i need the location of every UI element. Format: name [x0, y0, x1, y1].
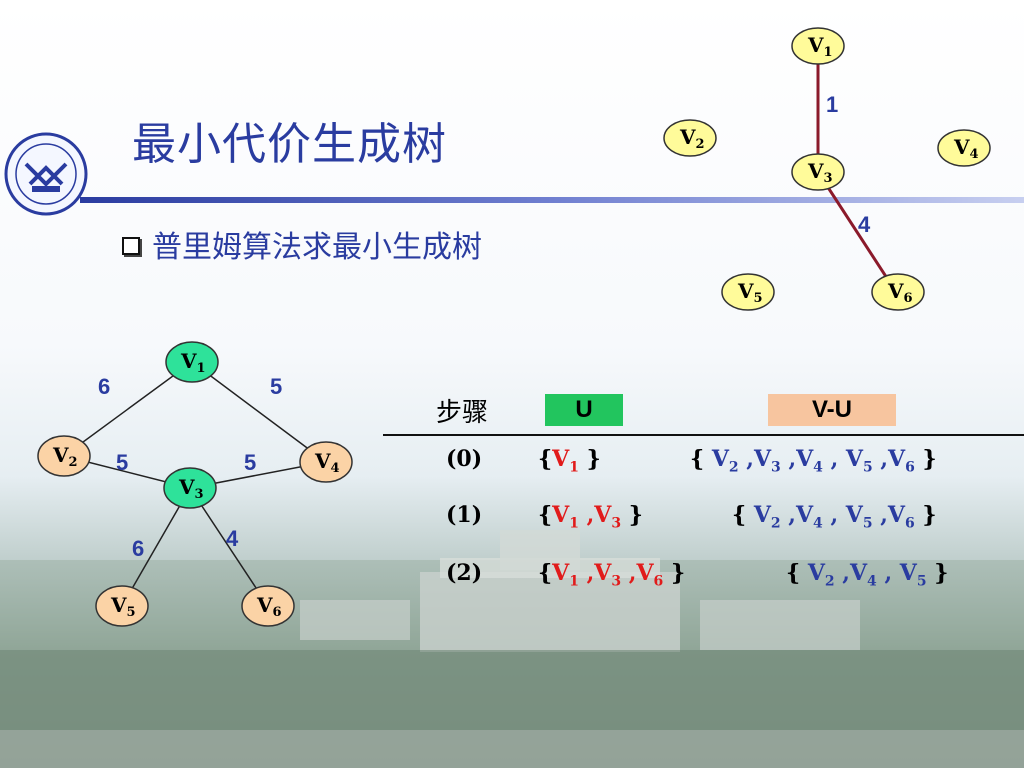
- table-row-vu-set: { V2 ,V3 ,V4 , V5 ,V6 }: [690, 446, 937, 476]
- tree-node-v4: V4: [937, 129, 991, 167]
- weighted-graph: 6 5 5 5 6 4 V1 V2 V3 V4 V5 V6: [37, 341, 353, 627]
- tree-node-v6: V6: [871, 273, 925, 311]
- tree-node-v3: V3: [791, 153, 845, 191]
- table-header-u: U: [545, 394, 623, 426]
- subtitle-bullet: 普里姆算法求最小生成树: [122, 222, 482, 266]
- tree-edge-weight: 1: [826, 92, 838, 117]
- graph-edge-weight: 6: [132, 536, 144, 561]
- slide-title: 最小代价生成树: [132, 119, 447, 170]
- table-header-step: 步骤: [436, 398, 489, 428]
- campus-background: [0, 530, 1024, 768]
- graph-node-v3: V3: [163, 467, 217, 509]
- tree-edge-weight: 4: [858, 212, 871, 237]
- table-row-u-set: {V1 }: [538, 446, 601, 476]
- graph-node-v1: V1: [165, 341, 219, 383]
- subtitle-text: 普里姆算法求最小生成树: [152, 230, 482, 265]
- university-seal-logo: [4, 132, 88, 216]
- graph-edge-v3-v6: [189, 487, 269, 607]
- table-row-step: (0): [446, 446, 483, 472]
- table-row-u-set: {V1 ,V3 }: [538, 502, 643, 532]
- graph-node-v4: V4: [299, 441, 353, 483]
- graph-edge-v1-v2: [63, 361, 193, 457]
- graph-edge-weight: 4: [226, 526, 239, 551]
- tree-node-v1: V1: [791, 27, 845, 65]
- table-row-u-set: {V1 ,V3 ,V6 }: [538, 560, 686, 590]
- table-row-step: (2): [446, 560, 483, 586]
- title-divider: [80, 197, 1024, 203]
- tree-node-v2: V2: [663, 119, 717, 157]
- spanning-tree: 1 4 V1 V2 V3 V4 V5 V6: [663, 27, 991, 311]
- graph-edge-weight: 5: [270, 374, 282, 399]
- graph-edge-weight: 6: [98, 374, 110, 399]
- graph-node-v2: V2: [37, 435, 91, 477]
- table-row-vu-set: { V2 ,V4 , V5 }: [786, 560, 949, 590]
- table-row-step: (1): [446, 502, 483, 528]
- graph-edge-v3-v5: [121, 487, 191, 607]
- graph-edge-weight: 5: [244, 450, 256, 475]
- graph-node-v6: V6: [241, 585, 295, 627]
- graph-node-v5: V5: [95, 585, 149, 627]
- table-header-rule: [383, 434, 1024, 436]
- graph-edge-weight: 5: [116, 450, 128, 475]
- table-header-v-minus-u: V-U: [768, 394, 896, 426]
- table-row-vu-set: { V2 ,V4 , V5 ,V6 }: [732, 502, 937, 532]
- graph-edge-v1-v4: [191, 361, 327, 463]
- tree-node-v5: V5: [721, 273, 775, 311]
- tree-edge-v3-v6: [816, 171, 898, 293]
- checkbox-bullet-icon: [122, 236, 140, 255]
